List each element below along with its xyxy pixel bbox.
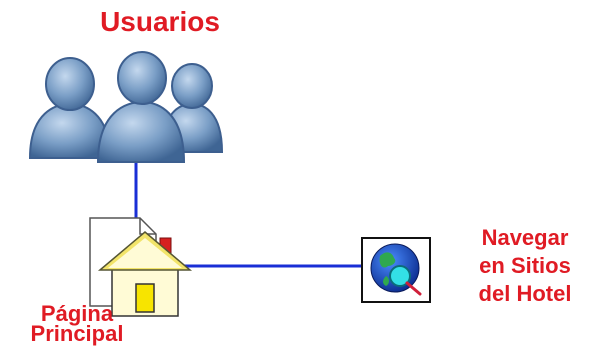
users-group-icon [28,51,224,163]
browse-label-line-1: Navegar [481,225,569,250]
home-label-line-2: Principal [30,321,124,346]
person-left [28,57,112,159]
house-door [135,283,155,313]
home-label-line-1: Página [40,301,114,326]
browse-label-line-2: en Sitios [479,253,571,278]
globe-search-icon [361,237,431,303]
home-page-icon [89,217,193,317]
users-label-container: Usuarios [80,6,240,38]
browse-label-line-3: del Hotel [478,281,572,306]
person-middle [96,51,186,163]
home-page-label: Página Principal [12,301,142,346]
browse-hotel-label: Navegar en Sitios del Hotel [460,224,590,308]
users-label: Usuarios [100,6,220,37]
